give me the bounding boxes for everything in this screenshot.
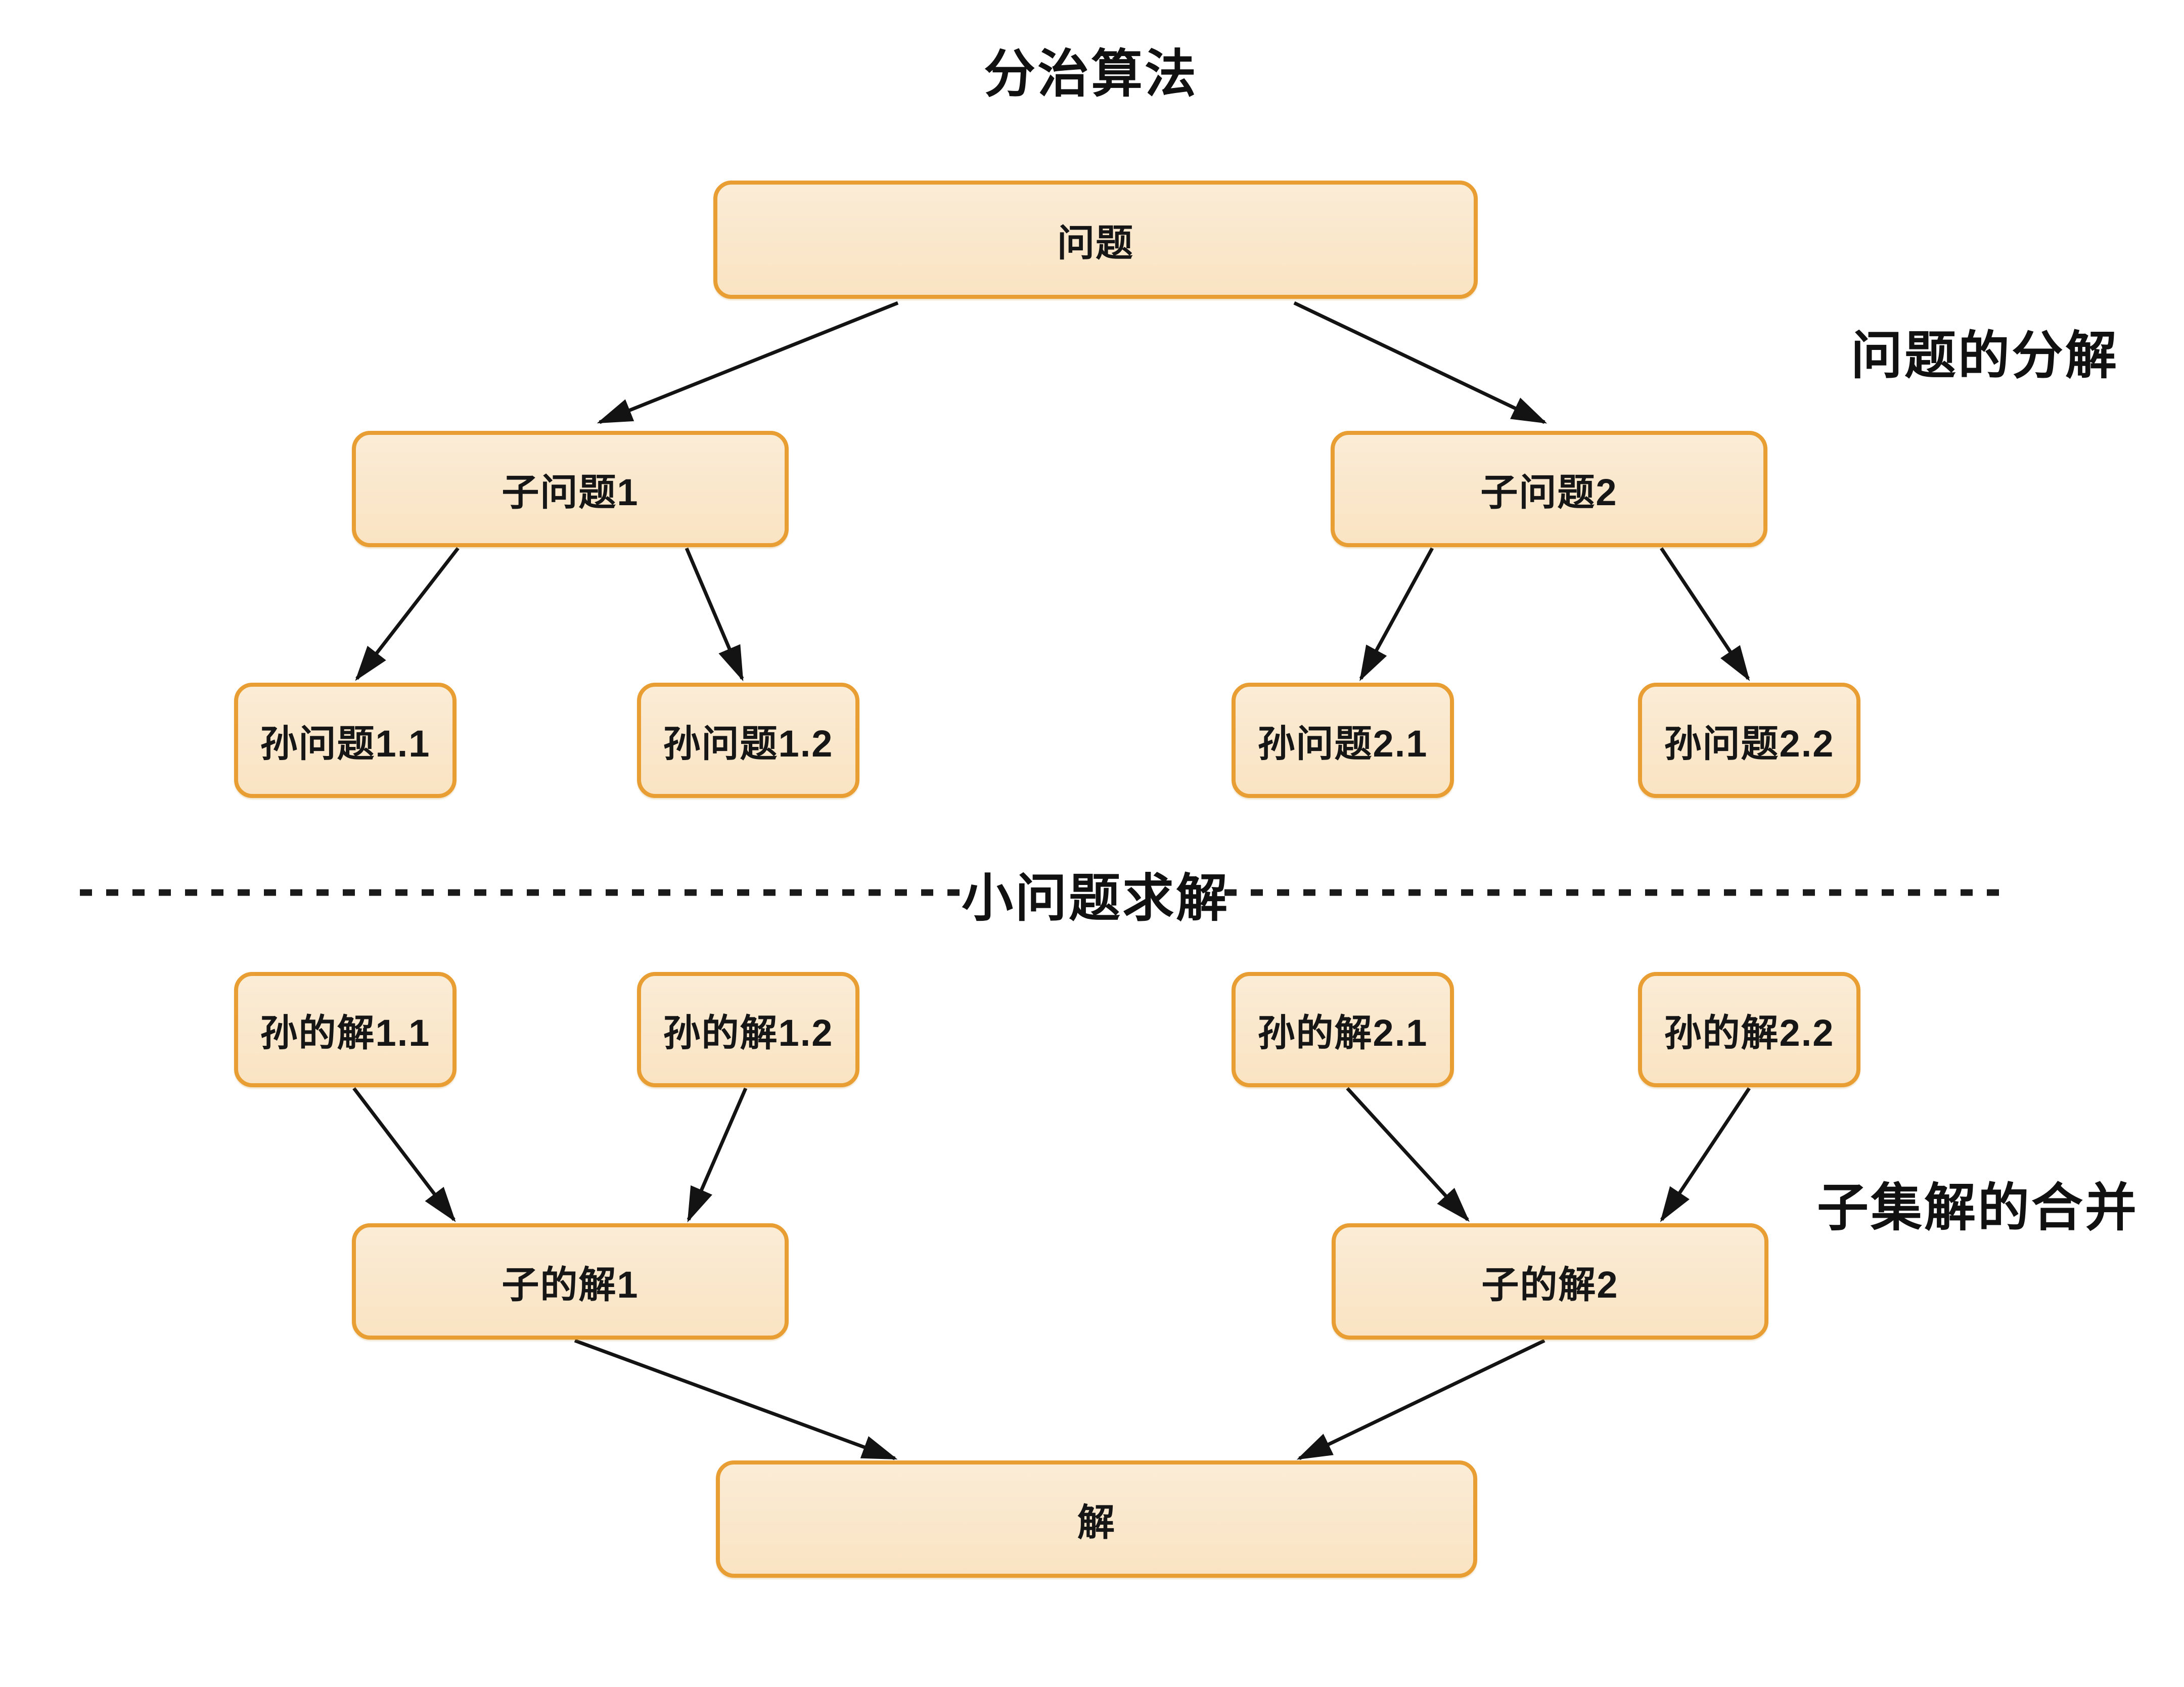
- annotation-decompose: 问题的分解: [1851, 327, 2119, 385]
- node-sub-solution-2: 子的解2: [1332, 1223, 1768, 1340]
- node-grand-problem-2-2: 孙问题2.2: [1638, 683, 1860, 798]
- node-solution: 解: [716, 1460, 1477, 1578]
- arrow-subsol1-to-solution: [574, 1339, 898, 1460]
- arrow-subsol2-to-solution: [1296, 1339, 1545, 1460]
- node-sub-problem-2: 子问题2: [1331, 431, 1767, 547]
- node-sub-problem-1: 子问题1: [352, 431, 789, 547]
- node-grand-problem-1-1: 孙问题1.1: [234, 683, 457, 798]
- node-grand-solution-1-1: 孙的解1.1: [234, 972, 457, 1087]
- arrow-gsol22-to-subsol2: [1660, 1087, 1751, 1222]
- diagram-title: 分治算法: [984, 45, 1198, 103]
- arrow-sub2-to-grand21: [1359, 547, 1434, 682]
- arrow-sub2-to-grand22: [1660, 547, 1750, 681]
- node-grand-solution-1-2: 孙的解1.2: [637, 972, 859, 1087]
- arrow-problem-to-sub1: [597, 301, 899, 424]
- node-sub-solution-1: 子的解1: [352, 1223, 789, 1340]
- node-grand-problem-2-1: 孙问题2.1: [1232, 683, 1454, 798]
- node-grand-problem-1-2: 孙问题1.2: [637, 683, 859, 798]
- node-grand-solution-2-2: 孙的解2.2: [1638, 972, 1860, 1087]
- arrow-sub1-to-grand11: [355, 547, 460, 681]
- annotation-merge: 子集解的合并: [1817, 1179, 2138, 1237]
- arrow-sub1-to-grand12: [685, 547, 744, 682]
- arrow-gsol11-to-subsol1: [352, 1087, 456, 1222]
- node-grand-solution-2-1: 孙的解2.1: [1232, 972, 1454, 1087]
- arrow-gsol12-to-subsol1: [687, 1087, 748, 1223]
- annotation-solve-small: 小问题求解: [962, 869, 1230, 927]
- node-problem: 问题: [713, 181, 1478, 299]
- arrow-problem-to-sub2: [1293, 301, 1548, 424]
- arrow-gsol21-to-subsol2: [1346, 1087, 1470, 1222]
